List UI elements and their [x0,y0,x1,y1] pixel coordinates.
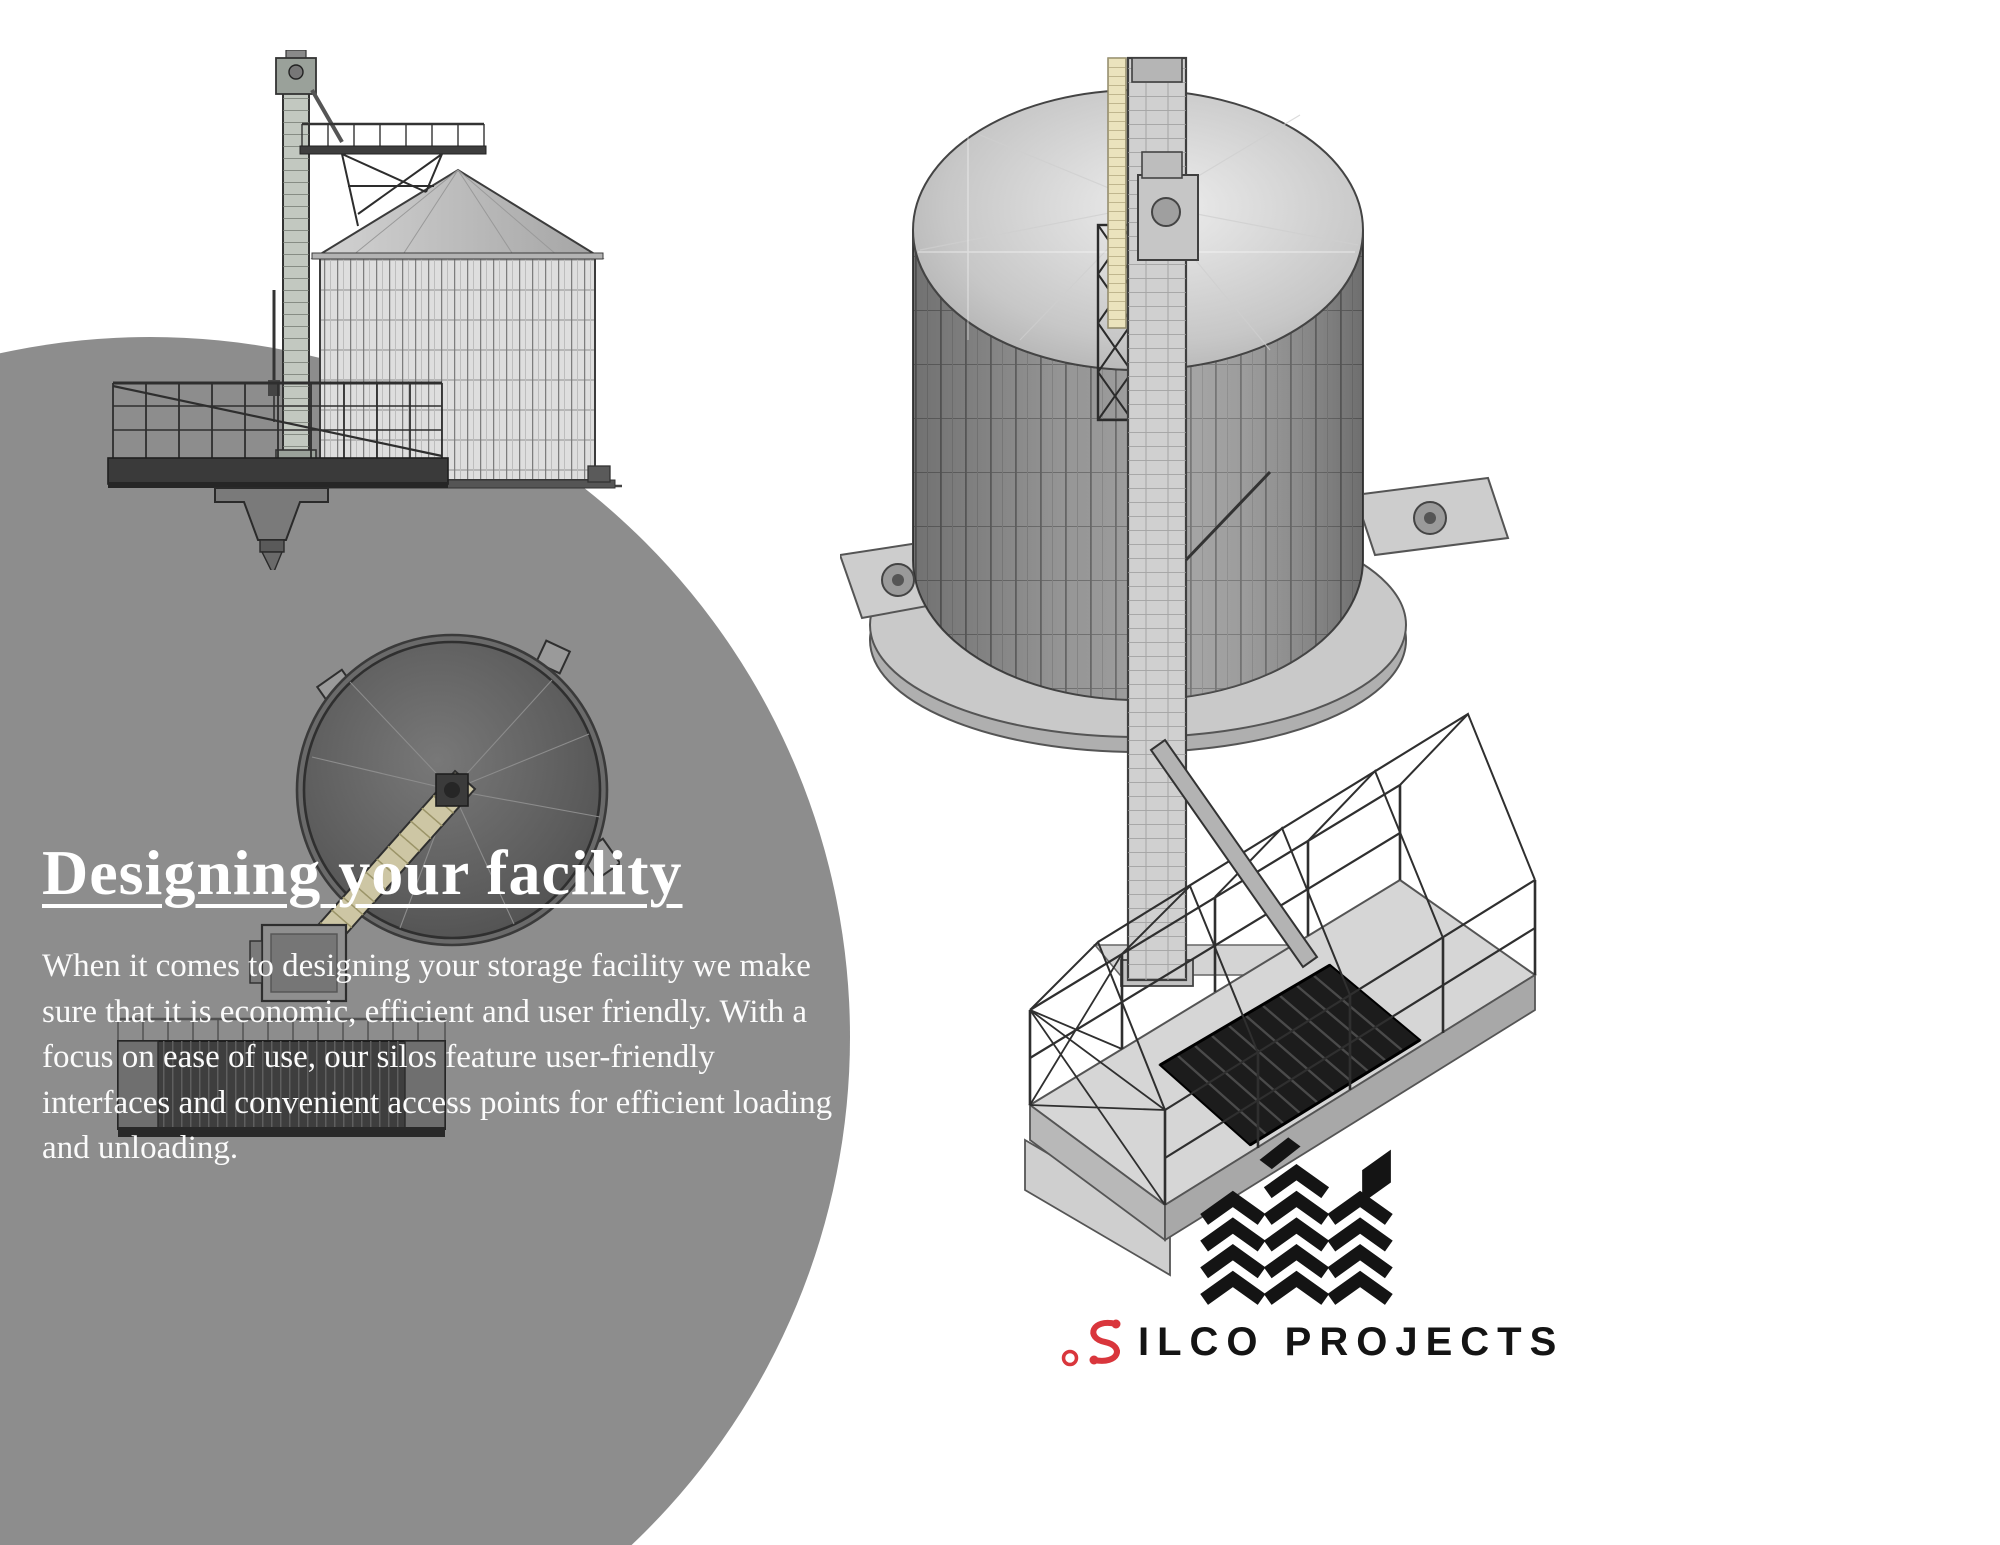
center-hub [435,773,469,807]
access-ladder [1107,57,1127,329]
body-text: When it comes to designing your storage … [42,948,833,1167]
silo-wall [314,254,616,489]
logo-wordmark: ILCO PROJECTS [1138,1319,1565,1364]
drive-over-platform [117,1017,446,1137]
silo-side-view-illustration [90,50,650,570]
page-title: Designing your facility [42,837,683,908]
silo-top-view-illustration [100,595,620,1155]
logo-wordmark-row: ILCO PROJECTS [1060,1312,1556,1372]
logo-s-icon [1061,1319,1121,1367]
discharge-box [249,923,348,1003]
hero-text: Designing your facility When it comes to… [42,836,872,1172]
catwalk [299,122,487,155]
elevator-head [1137,151,1199,261]
silo-roof [310,168,605,260]
bucket-elevator [275,59,317,485]
silco-logo: ILCO PROJECTS [1060,1120,1556,1380]
logo-chevron-icon [1200,1125,1395,1310]
discharge-hopper [214,487,329,570]
drive-over-grate [1158,963,1422,1147]
inclined-conveyor [1149,470,1319,969]
loading-platform [107,381,449,488]
support-trestle [341,153,443,227]
elevator-head [275,50,344,143]
silo-isometric-illustration [840,40,1540,1310]
